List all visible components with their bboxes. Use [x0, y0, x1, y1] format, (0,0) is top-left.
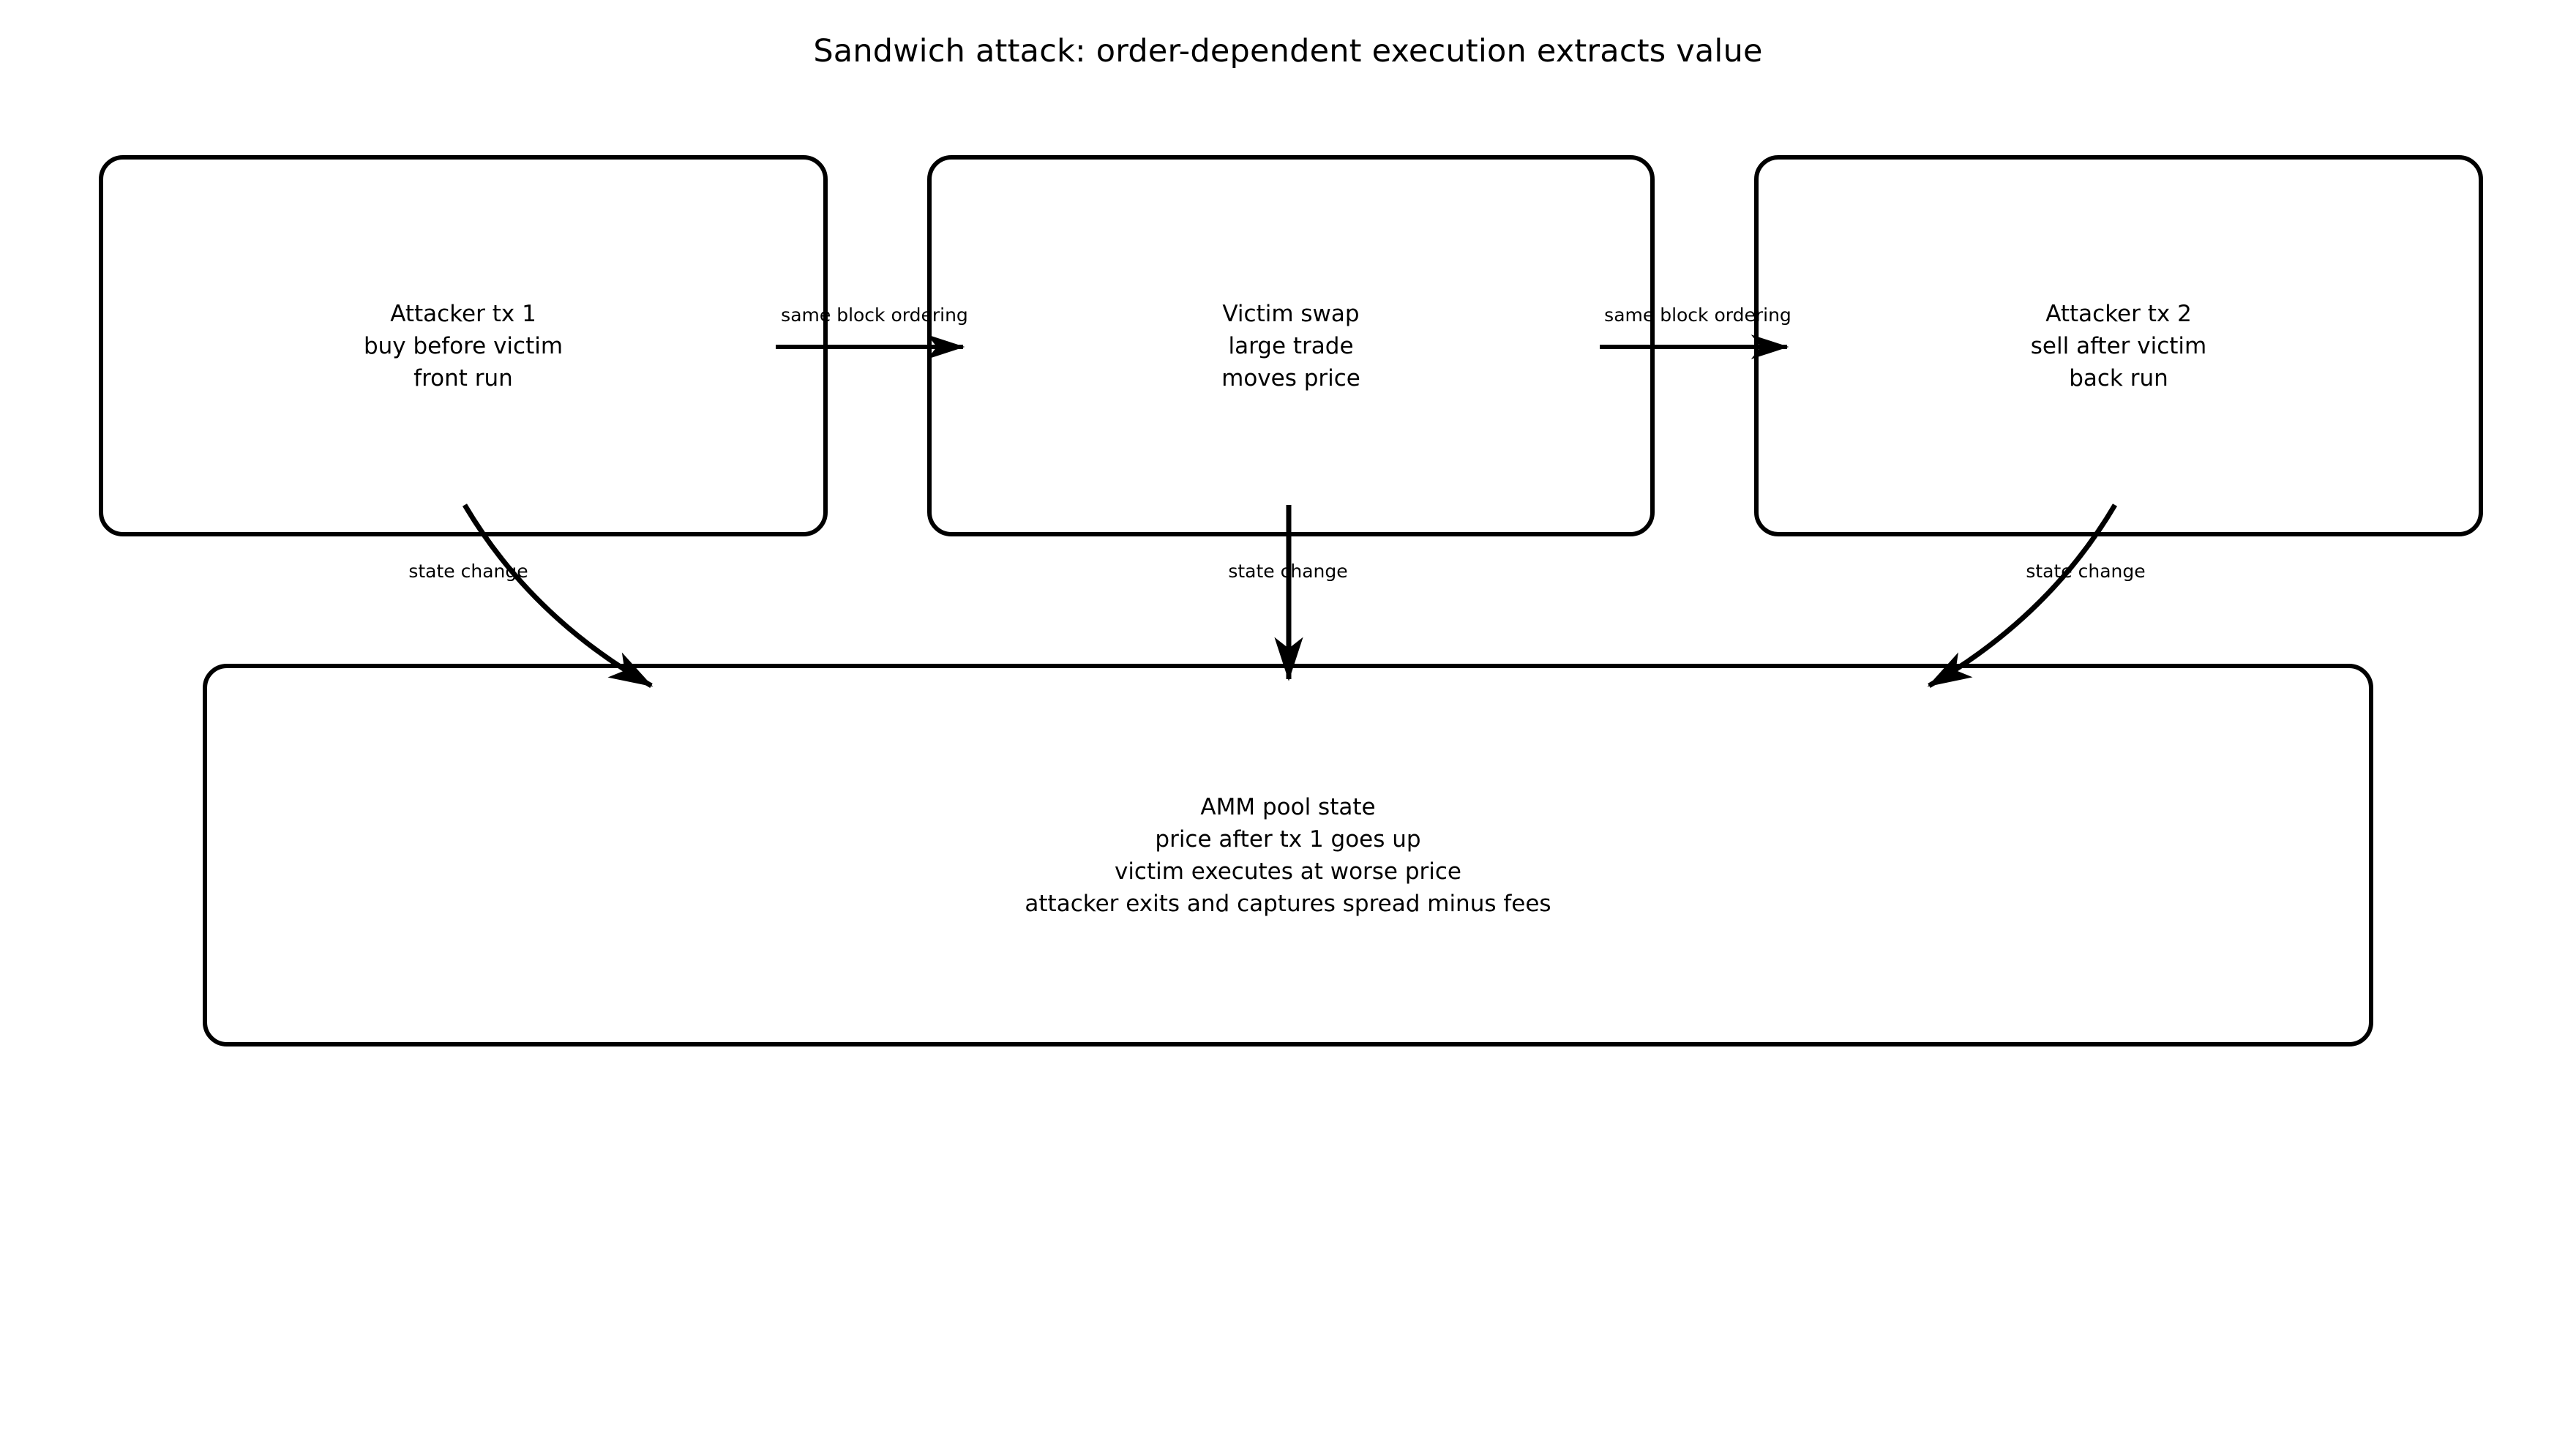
edge-label-state-change-3: state change: [2026, 561, 2146, 582]
node-label-amm-pool-state: AMM pool state price after tx 1 goes up …: [1025, 793, 1551, 917]
edge-label-ordering-1: same block ordering: [781, 304, 968, 326]
edge-arrow-state-3: [1927, 503, 2118, 689]
node-attacker-tx1[interactable]: Attacker tx 1 buy before victim front ru…: [101, 157, 825, 534]
edge-label-ordering-2: same block ordering: [1604, 304, 1791, 326]
node-label-victim-swap: Victim swap large trade moves price: [1221, 300, 1360, 392]
edge-label-state-change-1: state change: [408, 561, 528, 582]
edge-arrow-state-1: [462, 503, 654, 689]
node-label-attacker-tx2: Attacker tx 2 sell after victim back run: [2030, 300, 2207, 392]
node-attacker-tx2[interactable]: Attacker tx 2 sell after victim back run: [1756, 157, 2481, 534]
page-title: Sandwich attack: order-dependent executi…: [813, 33, 1763, 70]
node-amm-pool-state[interactable]: AMM pool state price after tx 1 goes up …: [205, 666, 2371, 1044]
node-victim-swap[interactable]: Victim swap large trade moves price: [929, 157, 1652, 534]
node-label-attacker-tx1: Attacker tx 1 buy before victim front ru…: [363, 300, 564, 392]
edge-label-state-change-2: state change: [1228, 561, 1348, 582]
